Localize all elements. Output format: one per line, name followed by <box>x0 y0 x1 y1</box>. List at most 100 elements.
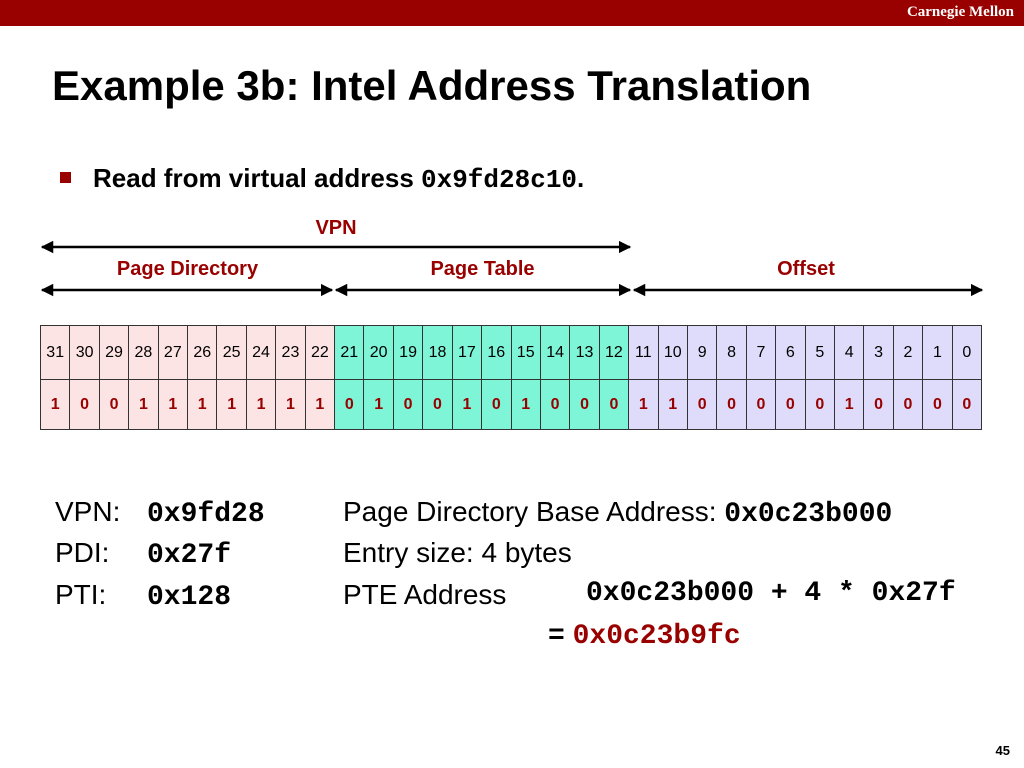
pdi-info-value: 0x27f <box>147 540 232 571</box>
page-table-label: Page Table <box>430 258 535 280</box>
bit-value-cell: 0 <box>775 379 806 430</box>
square-bullet-icon <box>60 172 71 183</box>
pte-result-value: 0x0c23b9fc <box>572 621 741 652</box>
bit-index-cell: 10 <box>657 325 688 380</box>
vpn-info-value: 0x9fd28 <box>147 499 265 530</box>
bit-index-cell: 1 <box>922 325 953 380</box>
equals-sign: = <box>548 621 565 652</box>
bit-value-cell: 0 <box>951 379 983 430</box>
bit-index-cell: 28 <box>128 325 159 380</box>
bit-index-cell: 13 <box>569 325 600 380</box>
bit-value-cell: 1 <box>187 379 218 430</box>
bit-value-cell: 0 <box>481 379 512 430</box>
bit-index-cell: 6 <box>775 325 806 380</box>
page-directory-label: Page Directory <box>116 258 259 280</box>
bit-value-cell: 0 <box>98 379 130 430</box>
offset-label: Offset <box>777 258 835 280</box>
bit-index-cell: 2 <box>892 325 924 380</box>
bit-index-cell: 4 <box>833 325 865 380</box>
bit-index-cell: 19 <box>392 325 424 380</box>
bit-index-cell: 5 <box>804 325 835 380</box>
pti-info-label: PTI: <box>55 579 107 610</box>
bit-index-cell: 25 <box>216 325 247 380</box>
bit-value-cell: 1 <box>510 379 541 430</box>
bit-value-cell: 1 <box>275 379 306 430</box>
bit-value-cell: 0 <box>392 379 424 430</box>
pti-info: PTI: 0x128 <box>55 579 231 613</box>
entry-size-line: Entry size: 4 bytes <box>343 537 572 568</box>
bit-value-cell: 0 <box>745 379 777 430</box>
bullet-suffix: . <box>577 163 585 193</box>
base-address-line: Page Directory Base Address: 0x0c23b000 <box>343 496 892 530</box>
bit-index-cell: 16 <box>481 325 512 380</box>
bit-index-cell: 0 <box>951 325 983 380</box>
bit-index-cell: 3 <box>863 325 894 380</box>
bit-index-cell: 17 <box>451 325 483 380</box>
bit-index-cell: 24 <box>245 325 277 380</box>
vpn-info: VPN: 0x9fd28 <box>55 496 265 530</box>
slide-title: Example 3b: Intel Address Translation <box>52 62 812 109</box>
bit-index-cell: 30 <box>69 325 100 380</box>
bit-index-cell: 27 <box>157 325 189 380</box>
bit-value-cell: 0 <box>598 379 630 430</box>
bit-value-cell: 1 <box>245 379 277 430</box>
bit-value-cell: 0 <box>686 379 718 430</box>
top-bar: Carnegie Mellon <box>0 0 1024 26</box>
base-address-label: Page Directory Base Address: <box>343 496 717 527</box>
bit-range-arrows <box>40 240 984 297</box>
bit-value-cell: 1 <box>657 379 688 430</box>
bit-value-cell: 1 <box>628 379 659 430</box>
bit-value-cell: 0 <box>569 379 600 430</box>
bit-value-cell: 1 <box>157 379 189 430</box>
bit-value-cell: 0 <box>334 379 365 430</box>
pte-expression-value: 0x0c23b000 + 4 * 0x27f <box>586 578 956 609</box>
bit-value-cell: 0 <box>804 379 835 430</box>
bullet-item: Read from virtual address 0x9fd28c10. <box>60 163 584 195</box>
bit-value-cell: 0 <box>539 379 571 430</box>
bullet-text: Read from virtual address <box>93 163 421 193</box>
bit-value-cell: 0 <box>863 379 894 430</box>
base-address-value: 0x0c23b000 <box>724 499 893 530</box>
slide-number: 45 <box>995 743 1010 758</box>
bit-value-cell: 0 <box>716 379 747 430</box>
bit-index-cell: 11 <box>628 325 659 380</box>
brand-label: Carnegie Mellon <box>906 4 1014 20</box>
pte-expression: 0x0c23b000 + 4 * 0x27f <box>586 575 956 609</box>
bullet-address: 0x9fd28c10 <box>421 165 578 195</box>
bit-index-cell: 26 <box>187 325 218 380</box>
bit-value-cell: 0 <box>922 379 953 430</box>
bit-index-cell: 15 <box>510 325 541 380</box>
bit-index-cell: 12 <box>598 325 630 380</box>
bit-index-cell: 8 <box>716 325 747 380</box>
bit-index-cell: 23 <box>275 325 306 380</box>
bit-index-cell: 18 <box>422 325 453 380</box>
bit-index-cell: 14 <box>539 325 571 380</box>
bit-index-cell: 22 <box>304 325 336 380</box>
bit-value-cell: 1 <box>39 379 71 430</box>
pdi-info-label: PDI: <box>55 537 110 568</box>
bit-index-cell: 7 <box>745 325 777 380</box>
bit-index-cell: 21 <box>334 325 365 380</box>
bit-value-cell: 1 <box>216 379 247 430</box>
bit-value-cell: 0 <box>69 379 100 430</box>
bit-value-cell: 1 <box>304 379 336 430</box>
pte-address-label: PTE Address <box>343 579 507 610</box>
bit-index-cell: 20 <box>363 325 394 380</box>
vpn-info-label: VPN: <box>55 496 121 527</box>
bit-index-cell: 9 <box>686 325 718 380</box>
pti-info-value: 0x128 <box>147 582 232 613</box>
bit-value-cell: 1 <box>451 379 483 430</box>
bit-index-cell: 31 <box>39 325 71 380</box>
bit-index-cell: 29 <box>98 325 130 380</box>
bit-value-cell: 1 <box>833 379 865 430</box>
bit-value-cell: 0 <box>892 379 924 430</box>
bit-value-cell: 1 <box>363 379 394 430</box>
pte-result-line: = 0x0c23b9fc <box>548 618 741 652</box>
vpn-label: VPN <box>315 217 357 239</box>
bit-value-cell: 0 <box>422 379 453 430</box>
bit-value-cell: 1 <box>128 379 159 430</box>
pdi-info: PDI: 0x27f <box>55 537 231 571</box>
